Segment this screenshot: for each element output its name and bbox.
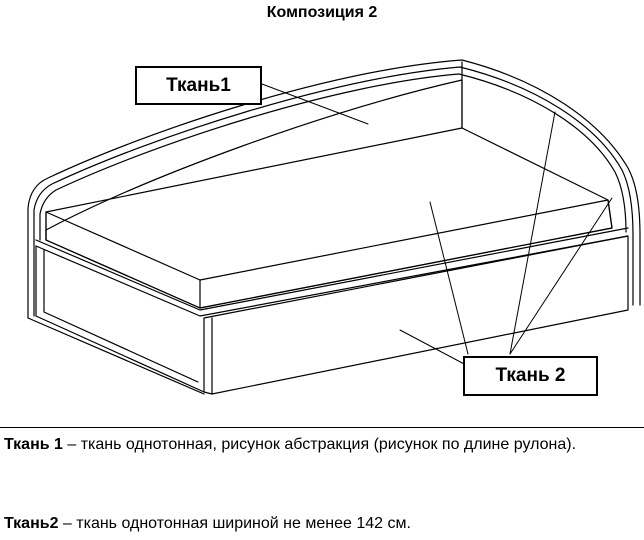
base-bottom-edge [27,317,205,395]
base-top-rim [35,227,629,311]
description-term: Ткань 1 [4,436,63,453]
leader-line-fabric2-headboard [509,111,556,355]
headboard-panel-edge [45,79,463,241]
description-fabric2: Ткань2 – ткань однотонная шириной не мен… [4,512,640,535]
base-front-panel-inner [43,249,199,383]
leader-line-fabric2-headboard-side [509,197,613,355]
headboard-inner-outline-2 [39,73,627,241]
description-text: – ткань однотонная, рисунок абстракция (… [62,436,577,453]
headboard-outline [27,59,641,319]
base-side-panel [203,235,629,395]
divider-line [0,427,644,428]
bed-drawing [27,59,641,395]
headboard-inner-outline-1 [33,66,634,317]
leader-line-fabric2-mattress [429,201,469,355]
description-text: – ткань однотонная шириной не менее 142 … [58,515,411,532]
leader-line-fabric2-base [399,329,469,367]
description-term: Ткань2 [4,515,59,532]
leader-line-fabric1 [261,83,369,125]
diagram-title: Композиция 2 [266,4,378,21]
description-fabric1: Ткань 1 – ткань однотонная, рисунок абст… [4,433,640,456]
base-front-panel [35,245,205,393]
mattress-side [199,199,613,309]
base-top-rim-inner [35,235,629,317]
label-fabric2: Ткань 2 [463,356,598,396]
label-fabric1: Ткань1 [135,66,262,105]
